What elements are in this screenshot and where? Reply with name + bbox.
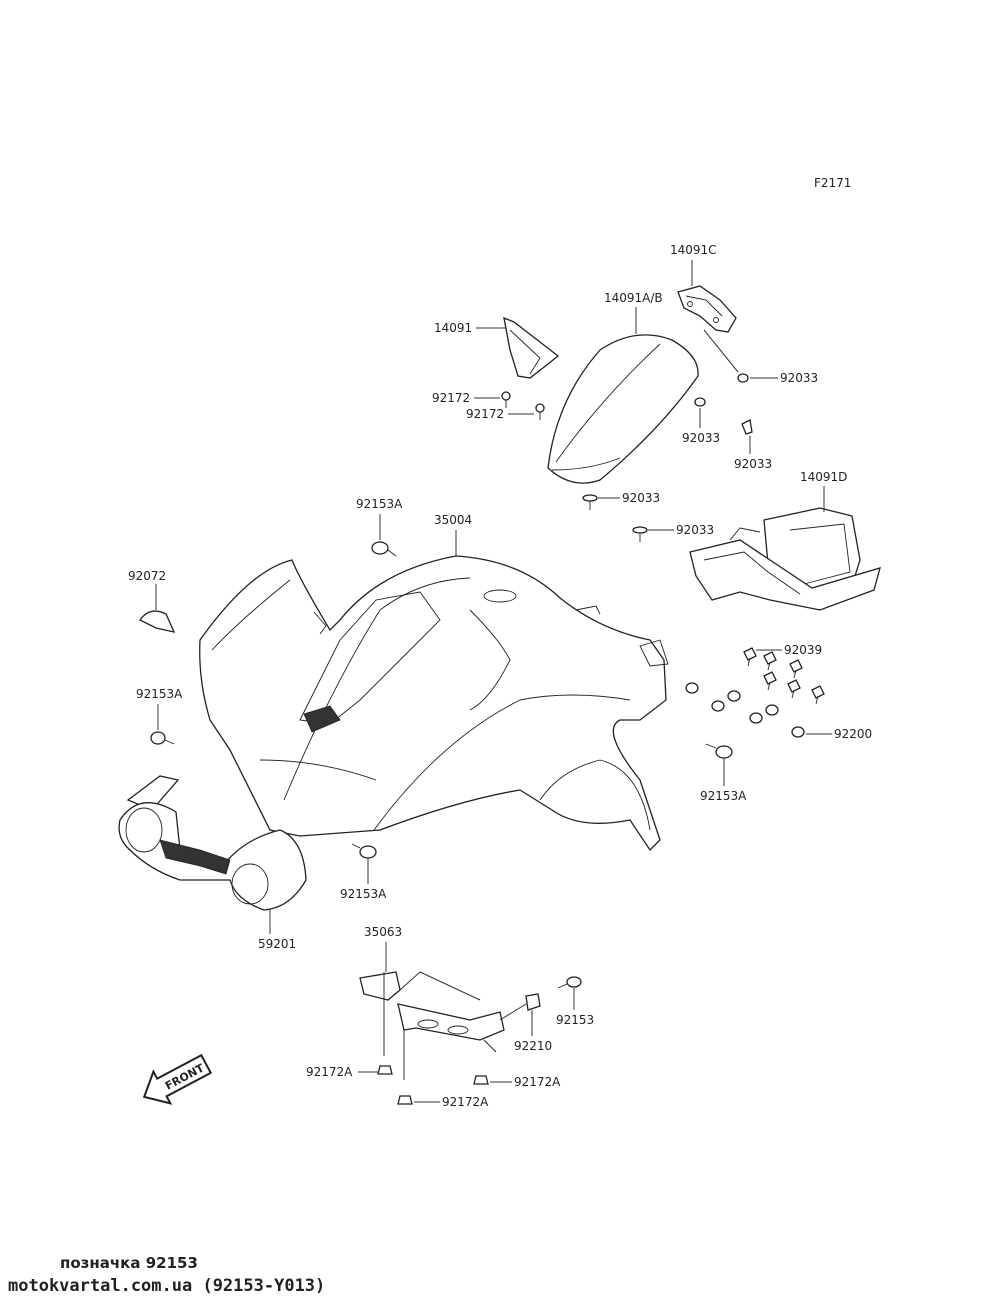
part-92153A-b <box>150 731 175 745</box>
label-92072: 92072 <box>128 569 166 583</box>
part-92172-a <box>501 391 511 408</box>
part-92033-d <box>582 494 598 510</box>
front-arrow-icon: FRONT <box>142 1053 213 1105</box>
label-92033-e: 92033 <box>676 523 714 537</box>
part-92153A-c <box>705 743 733 759</box>
part-92172A-a <box>377 1065 393 1075</box>
part-92172A-b <box>473 1075 489 1085</box>
part-92033-e <box>632 526 648 542</box>
part-92172A-c <box>397 1095 413 1105</box>
part-92200-washers <box>685 682 805 738</box>
part-92033-b <box>694 397 706 407</box>
label-92153: 92153 <box>556 1013 594 1027</box>
part-92039-screws <box>743 647 825 705</box>
label-92033-c: 92033 <box>734 457 772 471</box>
part-92153A-a <box>371 541 397 557</box>
part-14091C <box>677 285 737 333</box>
label-14091C: 14091C <box>670 243 717 257</box>
part-35063-bracket <box>359 971 541 1080</box>
part-92153 <box>557 976 582 989</box>
label-92200: 92200 <box>834 727 872 741</box>
part-35004-fender <box>199 555 669 852</box>
label-92153A-a: 92153A <box>356 497 403 511</box>
footer-url: motokvartal.com.ua (92153-Y013) <box>8 1276 326 1296</box>
label-14091D: 14091D <box>800 470 847 484</box>
part-14091D <box>689 507 881 611</box>
label-92153A-c: 92153A <box>700 789 747 803</box>
label-92172A-b: 92172A <box>514 1075 561 1089</box>
label-14091: 14091 <box>434 321 472 335</box>
label-92172-a: 92172 <box>432 391 470 405</box>
part-92153A-d <box>351 843 377 859</box>
part-59201-headlight <box>118 775 307 911</box>
label-92172A-c: 92172A <box>442 1095 489 1109</box>
label-92033-d: 92033 <box>622 491 660 505</box>
part-92033-a <box>737 373 749 383</box>
part-92172-b <box>535 403 545 420</box>
part-14091 <box>503 316 560 379</box>
label-92153A-d: 92153A <box>340 887 387 901</box>
label-59201: 59201 <box>258 937 296 951</box>
label-92033-a: 92033 <box>780 371 818 385</box>
label-92210: 92210 <box>514 1039 552 1053</box>
part-92072 <box>139 610 176 633</box>
footer-title: позначка 92153 <box>60 1254 198 1272</box>
label-92039: 92039 <box>784 643 822 657</box>
label-92172A-a: 92172A <box>306 1065 353 1079</box>
label-14091AB: 14091A/B <box>604 291 663 305</box>
label-35063: 35063 <box>364 925 402 939</box>
part-14091AB <box>547 334 699 484</box>
part-92033-c <box>741 419 753 435</box>
label-92033-b: 92033 <box>682 431 720 445</box>
label-35004: 35004 <box>434 513 472 527</box>
label-92153A-b: 92153A <box>136 687 183 701</box>
label-92172-b: 92172 <box>466 407 504 421</box>
figure-code: F2171 <box>814 176 851 190</box>
